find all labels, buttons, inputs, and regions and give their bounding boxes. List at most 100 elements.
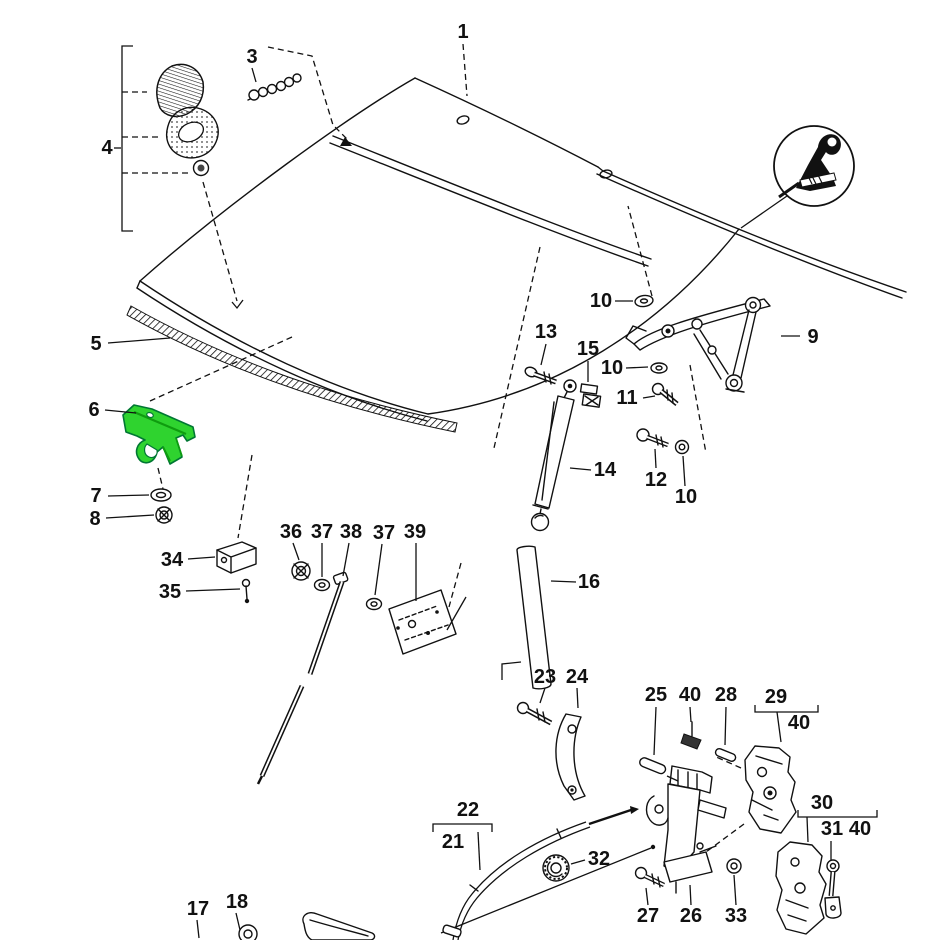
callout-5[interactable]: 5 [90,333,101,355]
hood-hinge-9 [625,296,771,393]
prop-rod-hardware [291,561,383,611]
prop-rod-38 [256,571,349,785]
aux-line-18 [776,711,782,743]
support-tube-16 [516,545,552,690]
leader-18 [235,912,241,931]
callout-4[interactable]: 4 [101,137,113,159]
clip-15 [579,383,602,408]
callout-24[interactable]: 24 [566,666,589,688]
leader-17 [196,919,200,939]
callout-12[interactable]: 12 [645,469,667,491]
callout-6[interactable]: 6 [88,399,99,421]
bracket-group-4 [121,45,133,232]
emblem-crest-group [156,63,219,177]
leader-14 [569,467,592,471]
leader-10 [625,366,649,369]
hood-seal-strip [126,305,458,433]
callout-10[interactable]: 10 [675,486,697,508]
callout-40[interactable]: 40 [849,818,871,840]
callout-10[interactable]: 10 [601,357,623,379]
pin-28 [714,747,737,762]
hood-panel [136,77,907,422]
bolt-27 [634,866,665,888]
aux-line-9 [627,205,653,297]
leader-28 [724,706,727,746]
callout-15[interactable]: 15 [577,338,599,360]
grommet-18 [238,924,258,940]
leader-26 [689,884,692,906]
callout-30[interactable]: 30 [811,792,833,814]
callout-13[interactable]: 13 [535,321,557,343]
bracket-group-22 [432,823,493,832]
callout-36[interactable]: 36 [280,521,302,543]
striker-lock-29 [744,745,797,834]
callout-17[interactable]: 17 [187,898,209,920]
callout-23[interactable]: 23 [534,666,556,688]
callout-40[interactable]: 40 [679,684,701,706]
hood-lock-26 [645,765,727,894]
aux-line-5 [231,299,244,310]
hinge-fasteners [634,294,690,455]
callout-35[interactable]: 35 [159,581,181,603]
callout-37[interactable]: 37 [373,522,395,544]
leader-40 [689,706,692,723]
leader-38 [342,542,350,577]
hood-latch-hook-highlighted[interactable] [122,404,196,465]
callout-21[interactable]: 21 [442,831,464,853]
gas-strut-14 [530,379,577,532]
leader-3 [251,67,257,83]
leader-12 [654,448,657,469]
callout-14[interactable]: 14 [594,459,617,481]
leader-7 [107,494,150,497]
leader-6 [104,409,137,414]
leader-35 [185,588,241,592]
callout-22[interactable]: 22 [457,799,479,821]
callout-33[interactable]: 33 [725,905,747,927]
callout-32[interactable]: 32 [588,848,610,870]
latch-fasteners [150,488,173,524]
callout-9[interactable]: 9 [807,326,818,348]
callout-28[interactable]: 28 [715,684,737,706]
screw-35 [241,578,251,604]
callout-38[interactable]: 38 [340,521,362,543]
release-cable-assembly [440,806,656,940]
leader-13 [540,343,547,366]
leader-32 [570,859,586,865]
lock-with-cylinder-30 [775,841,842,935]
callout-3[interactable]: 3 [246,46,257,68]
hood-mount-hole [456,115,470,125]
leader-10 [682,455,686,487]
callout-8[interactable]: 8 [89,508,100,530]
bracket-24 [555,713,586,801]
callout-37[interactable]: 37 [311,521,333,543]
leader-16 [550,580,577,583]
hood-mount-hole [599,169,613,179]
leader-8 [105,514,155,519]
callout-31[interactable]: 31 [821,818,843,840]
sealant-applicator-icon [740,125,855,229]
model-lettering [247,73,302,101]
callout-29[interactable]: 29 [765,686,787,708]
callout-27[interactable]: 27 [637,905,659,927]
callout-25[interactable]: 25 [645,684,667,706]
lock-cylinder-key-31 [824,859,842,919]
callout-1[interactable]: 1 [457,21,468,43]
leader-1 [462,43,468,97]
callout-11[interactable]: 11 [616,387,637,409]
clip-40a [680,721,702,750]
bolt-13 [524,366,557,385]
callout-39[interactable]: 39 [404,521,426,543]
aux-line-10 [689,364,707,454]
callout-34[interactable]: 34 [161,549,184,571]
callout-40[interactable]: 40 [788,712,810,734]
callout-16[interactable]: 16 [578,571,600,593]
callout-7[interactable]: 7 [90,485,101,507]
leader-25 [653,706,657,756]
callout-10[interactable]: 10 [590,290,612,312]
leader-36 [292,542,300,561]
callout-26[interactable]: 26 [680,905,702,927]
callout-18[interactable]: 18 [226,891,248,913]
bolt-23 [516,701,553,726]
